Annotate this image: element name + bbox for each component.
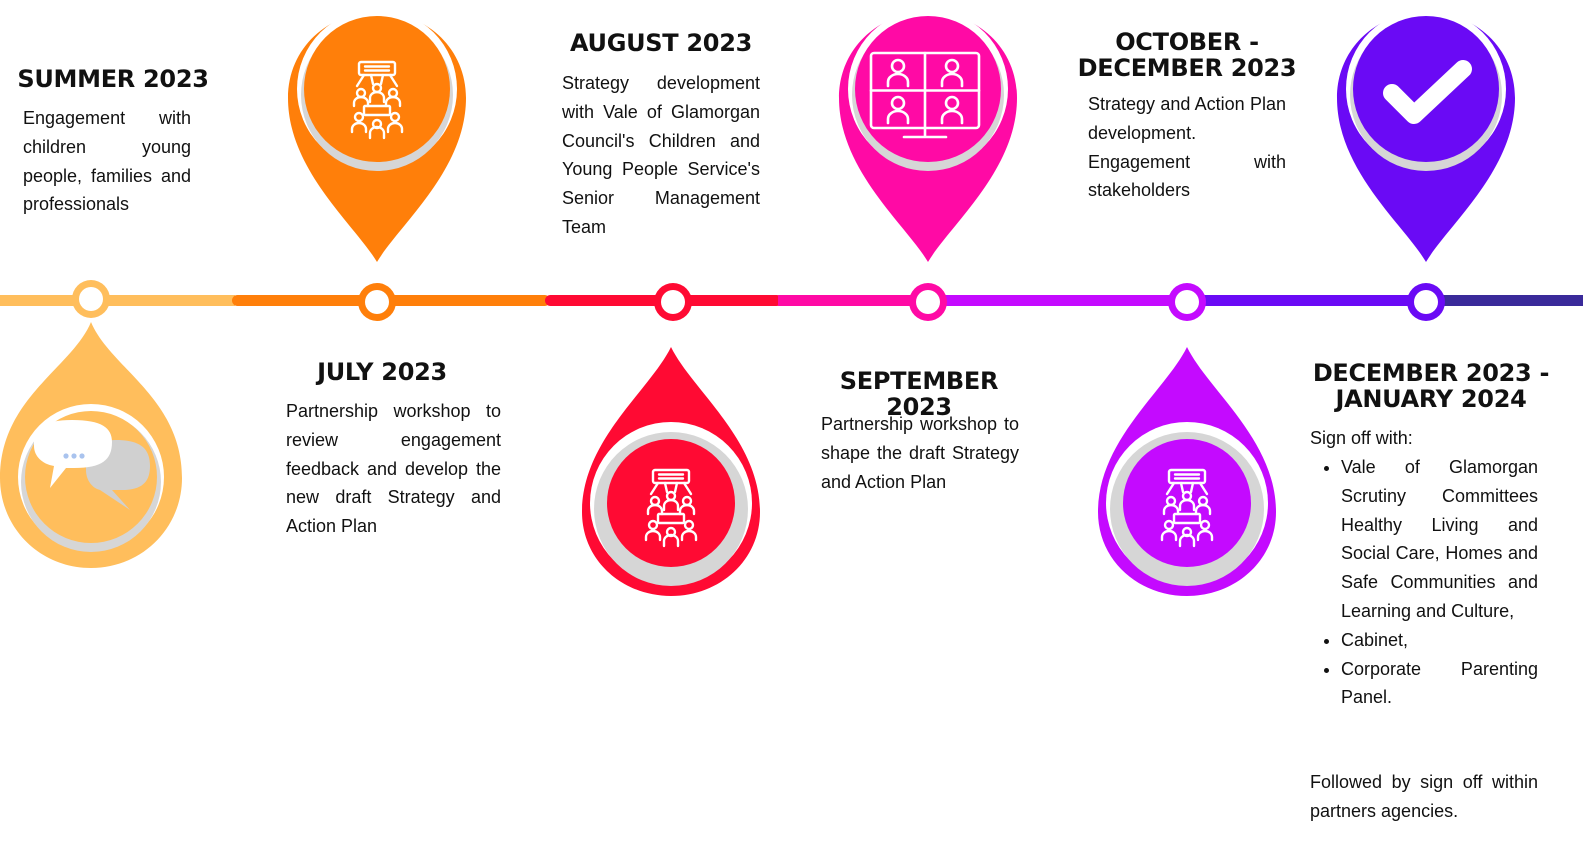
timeline-nodes (72, 280, 1445, 321)
timeline-line (0, 295, 1583, 306)
milestone-title-october-december: OCTOBER - DECEMBER 2023 (1072, 29, 1302, 81)
milestone-title-september: SEPTEMBER 2023 (839, 367, 999, 421)
milestone-title-july: JULY 2023 (317, 358, 447, 386)
july-map-pin (288, 9, 466, 262)
october-december-drop-pin (1098, 347, 1276, 596)
signoff-list: Vale of Glamorgan Scrutiny Committees He… (1310, 453, 1538, 712)
milestone-title-line: JANUARY 2024 (1335, 385, 1527, 413)
summer-drop-pin (0, 322, 182, 568)
timeline-segment (928, 295, 1190, 306)
milestone-title-line: DECEMBER 2023 - (1312, 359, 1550, 387)
milestone-footer-december-january: Followed by sign off within partners age… (1310, 772, 1538, 821)
timeline-segment (1190, 295, 1426, 306)
timeline-segment (1426, 295, 1583, 306)
milestone-text-july: Partnership workshop to review engagemen… (286, 401, 501, 537)
milestone-title-august: AUGUST 2023 (569, 29, 753, 57)
december-january-map-pin (1337, 9, 1515, 262)
signoff-list-item: Vale of Glamorgan Scrutiny Committees He… (1341, 453, 1538, 626)
milestone-text-summer: Engagement with children young people, f… (23, 108, 191, 215)
milestone-title-line: DECEMBER 2023 (1077, 54, 1297, 82)
timeline-segment (778, 295, 928, 306)
video-conference-icon (869, 51, 981, 139)
august-drop-pin (582, 347, 760, 596)
milestone-title-summer: SUMMER 2023 (17, 65, 209, 93)
signoff-list-item: Cabinet, (1341, 626, 1538, 655)
signoff-list-item: Corporate Parenting Panel. (1341, 655, 1538, 713)
milestone-text-september: Partnership workshop to shape the draft … (821, 414, 1019, 492)
checkmark-icon (1383, 60, 1472, 124)
timeline-segment (0, 295, 235, 306)
milestone-text-october-december: Strategy and Action Plan development. En… (1088, 94, 1286, 201)
milestone-title-line: OCTOBER - (1115, 28, 1259, 56)
milestone-title-december-january: DECEMBER 2023 - JANUARY 2024 (1309, 360, 1553, 412)
milestone-text-august: Strategy development with Vale of Glamor… (562, 73, 760, 237)
speech-bubbles-icon (34, 420, 150, 510)
milestone-intro-december-january: Sign off with: (1310, 428, 1413, 448)
september-map-pin (839, 9, 1017, 262)
